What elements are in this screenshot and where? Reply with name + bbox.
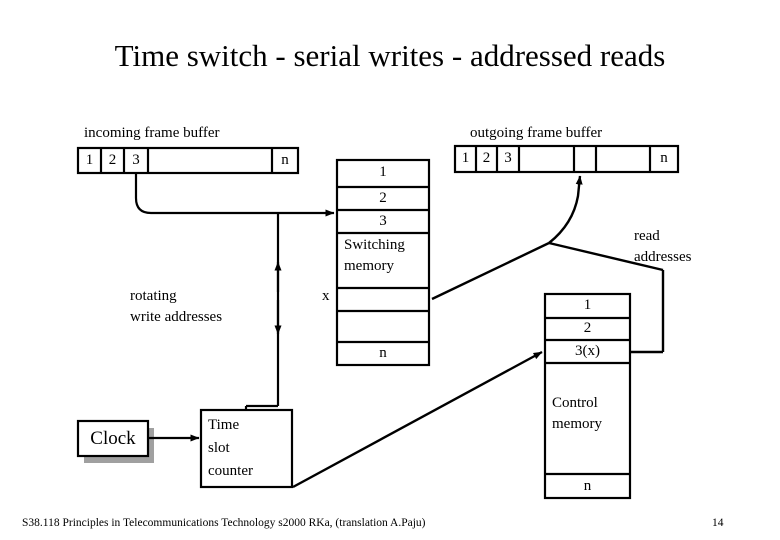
switching-memory-row-3: 3: [379, 213, 387, 229]
incoming-cell-1: 1: [85, 152, 94, 168]
incoming-cell-n: n: [281, 152, 289, 168]
control-memory-name-line2: memory: [552, 416, 602, 432]
incoming-cell-3: 3: [132, 152, 140, 168]
time-slot-counter-line3: counter: [208, 463, 253, 479]
switching-memory-shape: [335, 158, 431, 367]
switching-memory-marker-x: x: [322, 288, 330, 304]
control-memory-row-2: 2: [583, 320, 592, 336]
control-memory-row-n: n: [583, 478, 592, 494]
incoming-frame-buffer-caption: incoming frame buffer: [84, 125, 220, 141]
switching-memory-name-line1: Switching: [344, 237, 405, 253]
outgoing-frame-buffer-shape: [453, 144, 680, 174]
time-slot-counter-shape: [199, 408, 294, 489]
connector-switching-to-outgoing-buffer: [548, 175, 583, 244]
rotating-write-addresses-line2: write addresses: [130, 309, 223, 325]
incoming-cell-2: 2: [108, 152, 117, 168]
rotating-write-addresses-line1: rotating: [130, 288, 177, 304]
time-slot-counter-line1: Time: [208, 417, 240, 433]
rotating-write-address-bus: [244, 214, 282, 410]
control-memory-row-3x: 3(x): [575, 343, 600, 359]
switching-memory-row-2: 2: [379, 190, 387, 206]
clock-box-shape[interactable]: [76, 419, 154, 463]
switching-memory-name-line2: memory: [344, 258, 394, 274]
connector-counter-to-control-memory: [292, 350, 543, 489]
incoming-frame-buffer-shape: [76, 146, 300, 175]
outgoing-cell-n: n: [660, 150, 668, 166]
connector-incoming-to-switching-memory: [134, 173, 335, 217]
connector-read-address-path: [431, 241, 665, 354]
control-memory-name-line1: Control: [552, 395, 598, 411]
control-memory-shape: [543, 292, 632, 500]
read-addresses-line1: read: [634, 228, 660, 244]
read-addresses-line2: addresses: [634, 249, 692, 265]
time-slot-counter-line2: slot: [208, 440, 230, 456]
outgoing-frame-buffer-caption: outgoing frame buffer: [470, 125, 603, 141]
switching-memory-row-1: 1: [379, 164, 387, 180]
clock-box-label[interactable]: Clock: [90, 428, 136, 449]
outgoing-cell-3: 3: [504, 150, 512, 166]
control-memory-row-1: 1: [583, 297, 592, 313]
page-title: Time switch - serial writes - addressed …: [114, 38, 666, 73]
outgoing-cell-2: 2: [482, 150, 491, 166]
footer-text: S38.118 Principles in Telecommunications…: [22, 517, 426, 529]
outgoing-cell-1: 1: [461, 150, 470, 166]
switching-memory-row-n: n: [379, 345, 387, 361]
footer-page-number: 14: [712, 517, 724, 529]
